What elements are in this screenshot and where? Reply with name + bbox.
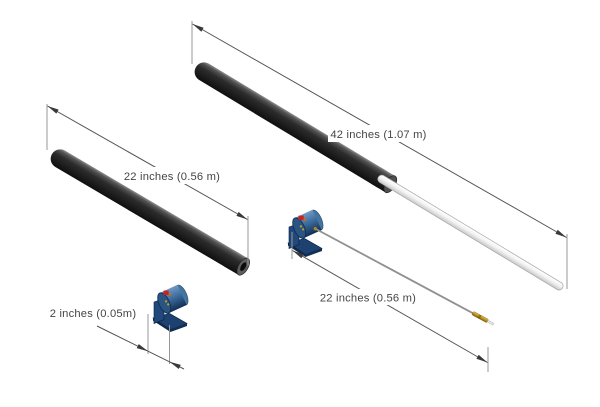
dimension-leader	[96, 325, 149, 352]
sensor-gold-dot-1	[164, 300, 168, 303]
whip-wire-antenna	[313, 227, 495, 326]
sensor-gold-dot-1	[299, 225, 303, 228]
mount-sensor-right	[287, 209, 324, 257]
whip-wire-length-label: 22 inches (0.56 m)	[320, 293, 416, 305]
mount-sensor-left	[152, 284, 189, 332]
sensor-orange-dot	[303, 218, 307, 221]
dimension-right-antenna-length: 42 inches (1.07 m)	[191, 21, 568, 289]
dimension-tail	[169, 361, 185, 370]
mount-base-width-label: 2 inches (0.05m)	[50, 308, 137, 320]
left-tube-end-hole	[240, 262, 247, 271]
sensor-gold-dot-2	[167, 303, 170, 306]
dimension-whip-wire-length: 22 inches (0.56 m)	[291, 232, 489, 372]
left-tube-length-label: 22 inches (0.56 m)	[124, 171, 220, 183]
dimension-mount-base-width: 2 inches (0.05m)	[50, 308, 185, 370]
sensor-gold-dot-2	[302, 228, 305, 231]
sensor-red-label	[298, 215, 304, 220]
connector-tip	[487, 320, 495, 326]
sensor-red-label	[163, 290, 169, 295]
dimension-line	[292, 250, 488, 363]
left-antenna-tube	[50, 149, 250, 276]
bracket-base-right-edge	[170, 323, 187, 332]
right-tube-white-extension	[377, 174, 564, 291]
left-tube-body	[50, 149, 245, 272]
label-mask	[328, 125, 429, 142]
sensor-orange-dot	[168, 293, 172, 296]
label-mask	[317, 289, 418, 305]
dimension-line	[147, 350, 170, 363]
sensor-front-face	[157, 292, 172, 314]
right-tube-length-label: 42 inches (1.07 m)	[330, 129, 426, 141]
